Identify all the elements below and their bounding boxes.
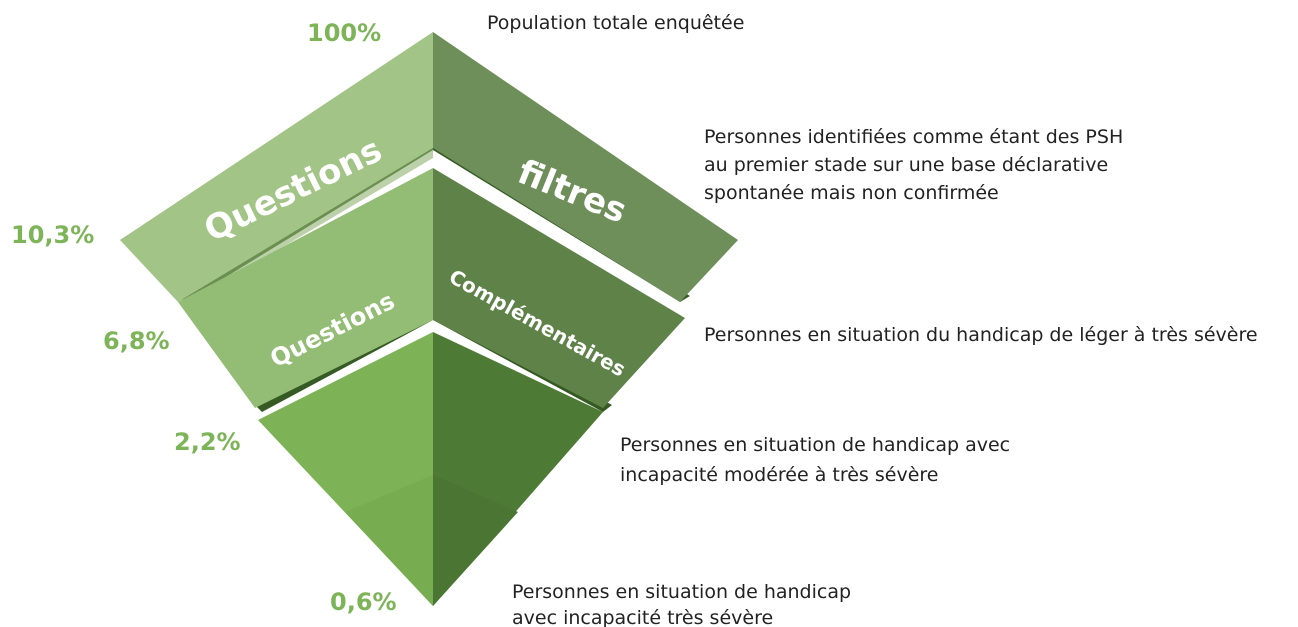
- tier1-left-face: [120, 32, 433, 302]
- description-line: avec incapacité très sévère: [512, 607, 773, 627]
- description-very-severe: Personnes en situation de handicap avec …: [512, 581, 857, 627]
- tier4-right-face: [433, 475, 518, 606]
- description-line: incapacité modérée à très sévère: [620, 464, 938, 486]
- tier1-shade-left: [178, 148, 433, 305]
- percent-10-3: 10,3%: [11, 221, 94, 249]
- tier2-left-face: [178, 168, 433, 408]
- description-total-population: Population totale enquêtée: [487, 12, 744, 34]
- percent-2-2: 2,2%: [174, 428, 241, 456]
- tier1-right-face: [433, 32, 738, 302]
- description-line: Personnes en situation de handicap avec: [620, 434, 1010, 456]
- description-moderate-to-severe: Personnes en situation de handicap avec …: [620, 434, 1016, 486]
- description-line: Personnes en situation du handicap de lé…: [704, 324, 1258, 346]
- description-line: Personnes en situation de handicap: [512, 581, 851, 603]
- description-line: au premier stade sur une base déclarativ…: [704, 154, 1108, 176]
- percent-100: 100%: [307, 19, 381, 47]
- description-light-to-severe: Personnes en situation du handicap de lé…: [704, 324, 1258, 346]
- percent-6-8: 6,8%: [103, 327, 170, 355]
- description-line: spontanée mais non confirmée: [704, 182, 999, 204]
- percent-0-6: 0,6%: [330, 588, 397, 616]
- description-psh-first-stage: Personnes identifiées comme étant des PS…: [704, 126, 1129, 204]
- tier2-right-face: [433, 168, 685, 408]
- description-line: Population totale enquêtée: [487, 12, 744, 34]
- tier4-left-face: [345, 475, 433, 606]
- description-line: Personnes identifiées comme étant des PS…: [704, 126, 1123, 148]
